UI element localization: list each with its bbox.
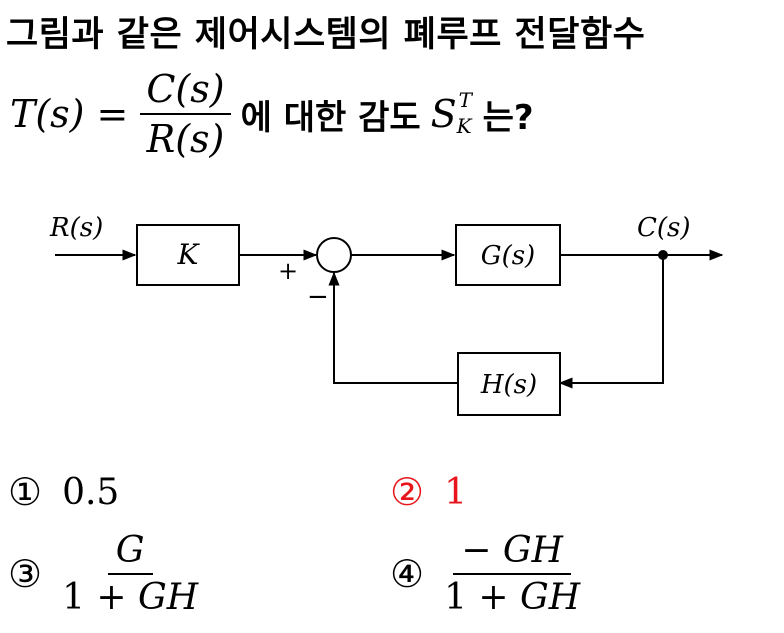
option-3-numerator: G [107,530,153,575]
option-3[interactable]: ③ G 1 + GH [8,530,198,618]
option-1-marker: ① [8,470,43,514]
option-4-numerator: − GH [453,530,572,575]
sensitivity-sup: T [458,88,472,112]
option-3-fraction: G 1 + GH [62,530,198,618]
formula-equals: = [96,92,129,136]
option-4-denominator-plain: 1 + [444,577,521,618]
option-3-marker: ③ [8,552,43,596]
option-3-denominator: 1 + GH [62,575,198,618]
option-4-fraction: − GH 1 + GH [444,530,580,618]
option-2-value: 1 [444,471,467,513]
option-1-value: 0.5 [62,471,120,513]
option-4-denominator: 1 + GH [444,575,580,618]
option-4[interactable]: ④ − GH 1 + GH [390,530,580,618]
feedback-return-line [328,271,458,384]
formula-numerator: C(s) [140,67,231,115]
question-formula: T(s) = C(s) R(s) 에 대한 감도 S T K 는? [10,67,534,161]
sensitivity-sub: K [456,114,472,138]
summing-junction [316,237,352,273]
option-2-marker: ② [390,470,425,514]
question-title: 그림과 같은 제어시스템의 폐루프 전달함수 [6,15,646,55]
g-block-label: G(s) [481,241,535,271]
formula-fraction: C(s) R(s) [140,67,231,161]
option-1[interactable]: ① 0.5 [8,470,119,514]
minus-sign: − [307,282,329,312]
plus-sign: + [278,257,298,285]
input-label: R(s) [49,213,103,243]
k-block-label: K [177,238,201,271]
option-3-denominator-plain: 1 + [62,577,139,618]
option-2[interactable]: ② 1 [390,470,467,514]
feedback-down-line [558,255,664,389]
sensitivity-symbol: S T K [431,84,481,144]
takeoff-point [658,250,668,260]
h-block [457,352,561,416]
option-4-marker: ④ [390,552,425,596]
formula-lhs: T(s) [10,92,85,136]
formula-text-mid: 에 대한 감도 [240,97,421,138]
option-4-denominator-italic: GH [520,577,581,618]
formula-denominator: R(s) [146,117,225,161]
h-block-label: H(s) [480,370,537,400]
output-label: C(s) [637,213,691,243]
formula-text-end: 는? [482,97,534,138]
option-3-denominator-italic: GH [138,577,199,618]
k-block [136,224,240,286]
g-block [455,224,561,286]
sensitivity-s: S [430,92,457,136]
